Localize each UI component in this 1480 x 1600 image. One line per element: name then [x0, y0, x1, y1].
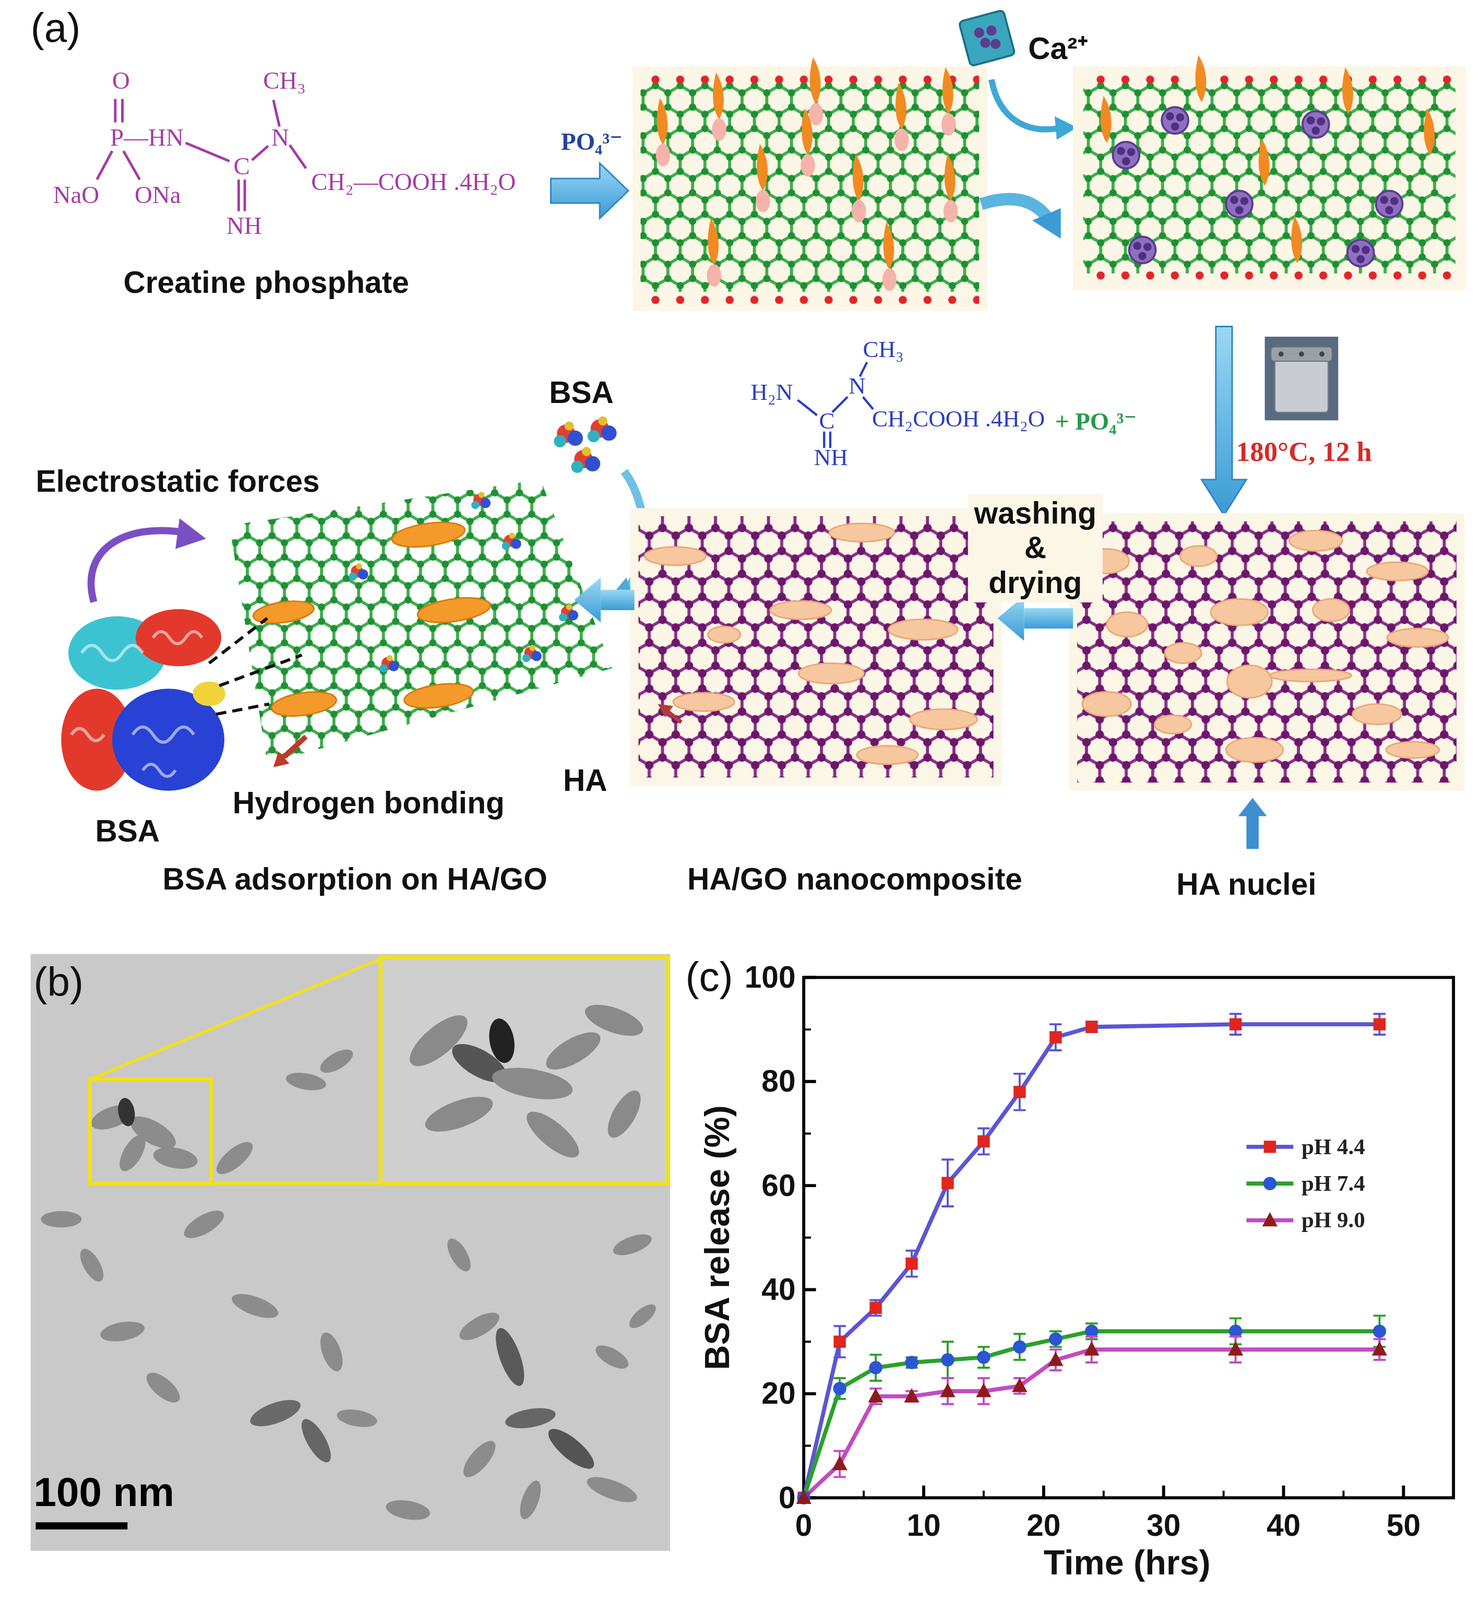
stage-caption: HA nuclei: [1176, 866, 1317, 902]
panel-letter: (c): [685, 953, 733, 1000]
axis-tick-label: 0: [778, 1480, 796, 1515]
axis-tick-label: 80: [761, 1064, 796, 1099]
atom-label: ONa: [134, 181, 182, 210]
condition-label: 180°C, 12 h: [1236, 436, 1372, 469]
ion-label: PO₄³⁻: [561, 126, 623, 157]
atom-label: C: [233, 152, 250, 181]
axis-tick-label: 40: [1266, 1507, 1301, 1543]
atom-label: CH₃: [863, 336, 904, 364]
axis-tick-label: 50: [1386, 1507, 1421, 1543]
chart-axes: [803, 976, 1454, 1498]
legend-text: pH 9.0: [1301, 1206, 1366, 1234]
axis-tick-label: 100: [744, 959, 796, 995]
atom-label: H₂N: [750, 379, 794, 407]
data-series: [803, 1023, 1380, 1498]
reaction-arrow: [550, 163, 629, 219]
data-markers: [795, 1013, 1388, 1505]
axis-tick-label: 0: [795, 1507, 813, 1543]
axis-tick-label: 10: [906, 1507, 941, 1543]
tem-micrograph: [30, 953, 671, 1550]
stage-panel: BSA adsorption on HA/GO: [30, 463, 572, 827]
nanocomposite-sheet: [630, 507, 1002, 786]
panel-letter: (b): [33, 958, 84, 1005]
hydroxyapatite-sheet: [1068, 512, 1465, 849]
legend-swatch: [1246, 1176, 1294, 1190]
axis-tick-label: 20: [1026, 1507, 1061, 1543]
stage-caption: HA/GO nanocomposite: [687, 862, 1023, 898]
material-label: HA: [563, 762, 608, 798]
legend-text: pH 4.4: [1301, 1132, 1366, 1160]
stage-caption: Creatine phosphate: [123, 265, 409, 301]
axis-tick-label: 20: [761, 1376, 796, 1411]
autoclave-icon: [1264, 336, 1339, 421]
graphene-oxide-sheet: [632, 56, 988, 312]
axis-tick-label: 60: [761, 1167, 796, 1203]
scale-bar-label: 100 nm: [33, 1469, 174, 1515]
atom-label: NH: [226, 212, 262, 241]
legend-text: pH 7.4: [1301, 1170, 1366, 1197]
axis-title: BSA release (%): [697, 1104, 737, 1370]
atom-label: N: [271, 124, 290, 152]
atom-label: O: [112, 67, 130, 95]
atom-label: CH₃: [263, 67, 306, 95]
process-arrow: [1201, 326, 1247, 516]
ion-label: Ca²⁺: [1028, 26, 1088, 69]
legend-swatch: [1246, 1140, 1294, 1153]
stage-panel: HA/GO nanocomposite: [637, 515, 995, 783]
stage-caption: BSA adsorption on HA/GO: [162, 862, 548, 898]
atom-label: P—HN: [110, 124, 184, 152]
formula-label: CH₂—COOH .4H₂O: [311, 168, 516, 196]
calcium-source-icon: [958, 9, 1078, 140]
molecule-label: BSA: [94, 814, 160, 849]
interaction-lines: [91, 518, 307, 768]
adsorption-sheet: [229, 479, 613, 763]
reagent-label: + PO₄³⁻: [1055, 406, 1137, 436]
legend-swatch: [1246, 1211, 1294, 1226]
atom-label: NaO: [53, 181, 100, 210]
atom-label: C: [818, 408, 835, 435]
bsa-protein: [61, 609, 226, 791]
chemical-bonds: [97, 99, 307, 212]
axis-tick-label: 30: [1146, 1507, 1181, 1543]
interaction-label: Hydrogen bonding: [232, 785, 505, 820]
step-label: washing & drying: [968, 493, 1103, 602]
axis-title: Time (hrs): [1043, 1542, 1211, 1582]
stage-panel: HA nuclei: [1076, 520, 1459, 788]
graphene-oxide-sheet: [1072, 55, 1466, 291]
chemical-bonds: [797, 362, 874, 448]
process-arrow: [574, 577, 635, 623]
interaction-label: Electrostatic forces: [35, 463, 320, 499]
reaction-arrow: [981, 198, 1061, 239]
panel-letter: (a): [30, 5, 81, 52]
process-arrow: [997, 595, 1074, 641]
formula-label: CH₂COOH .4H₂O: [872, 406, 1045, 433]
atom-label: NH: [814, 444, 849, 472]
atom-label: N: [848, 373, 866, 400]
molecule-label: BSA: [548, 375, 614, 410]
axis-tick-label: 40: [761, 1271, 796, 1307]
